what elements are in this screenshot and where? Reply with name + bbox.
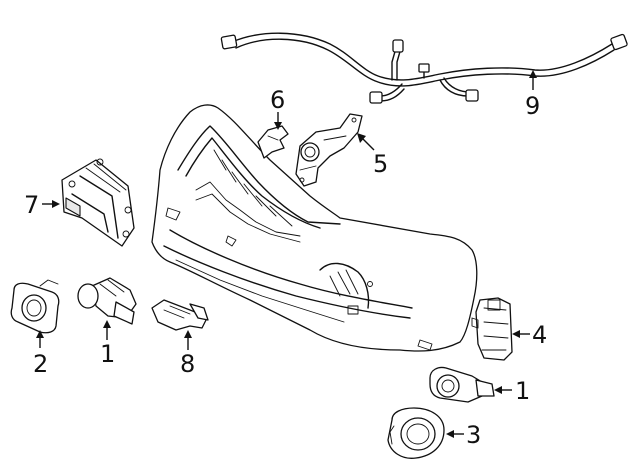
parking-sensor-right	[429, 366, 495, 403]
callout-labels: 9 6 5 7 2 1 8 4 1 3	[24, 86, 547, 449]
control-module	[61, 158, 135, 247]
callout-4: 4	[532, 321, 547, 349]
bumper-cover	[151, 104, 478, 352]
callout-8: 8	[180, 350, 195, 378]
sensor-holder	[471, 297, 513, 361]
callout-5: 5	[373, 150, 388, 178]
sensor-retainer	[10, 279, 60, 334]
callout-1-right: 1	[515, 377, 530, 405]
parking-sensor-left	[77, 277, 137, 325]
wire-harness	[220, 32, 628, 104]
sensor-bracket	[295, 113, 363, 187]
callout-7: 7	[24, 191, 39, 219]
callout-6: 6	[270, 86, 285, 114]
callout-3: 3	[466, 421, 481, 449]
clip	[257, 125, 289, 159]
callout-2: 2	[33, 350, 48, 378]
callout-arrows	[36, 70, 537, 438]
callout-1-left: 1	[100, 340, 115, 368]
retainer-ring	[387, 407, 445, 459]
callout-9: 9	[525, 92, 540, 120]
sensor-unit	[151, 299, 209, 331]
